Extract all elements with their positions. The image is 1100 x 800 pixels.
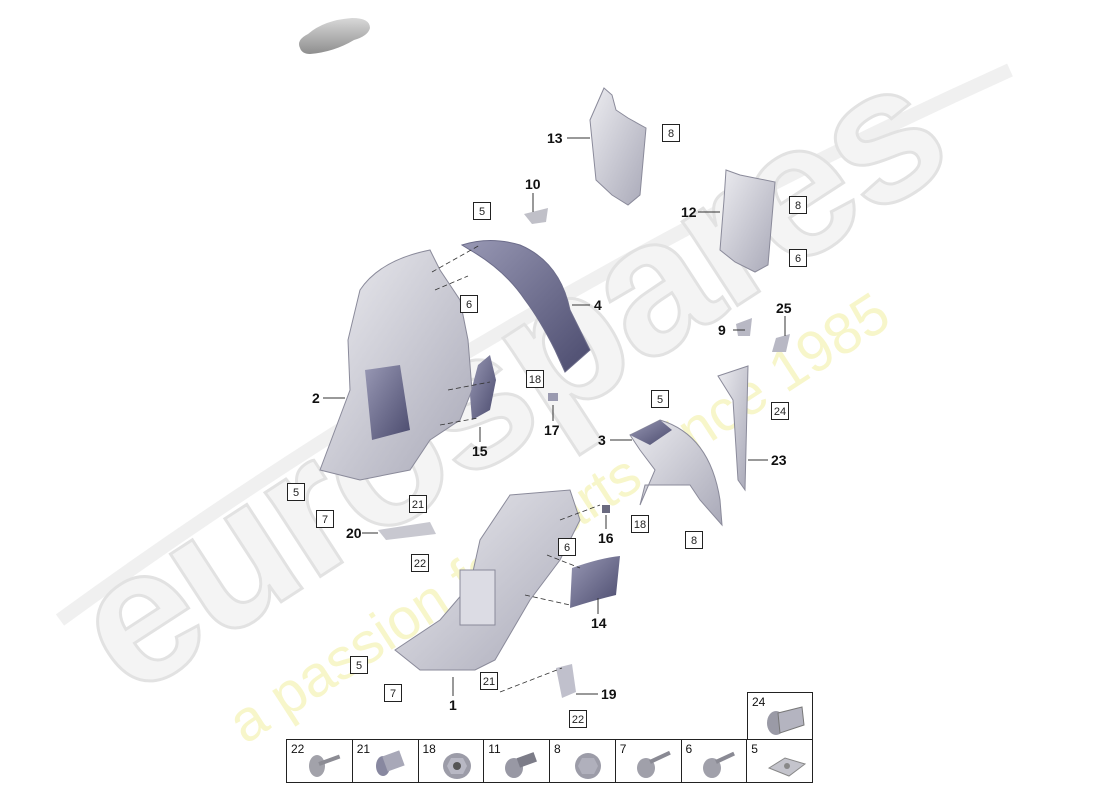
ref-box-6: 6 [460,295,478,313]
callout-3: 3 [598,432,606,448]
legend-label: 7 [619,742,627,756]
legend-label: 18 [422,742,436,756]
legend-label: 11 [488,742,501,756]
speed-nut-clip-icon [768,757,807,777]
callout-25: 25 [776,300,792,316]
part-10 [524,208,548,224]
ref-box-5: 5 [651,390,669,408]
ref-box-6: 6 [558,538,576,556]
part-16 [602,505,610,513]
ref-box-22: 22 [569,710,587,728]
legend-cell-5: 5 [747,740,812,782]
ref-box-7: 7 [384,684,402,702]
part-17 [548,393,558,401]
legend-label: 21 [356,742,371,756]
legend-cell-24: 24 [747,692,813,740]
legend-cell-7: 7 [616,740,682,782]
callout-1: 1 [449,697,457,713]
callout-13: 13 [547,130,563,146]
fastener-legend: 22 21 18 11 8 7 6 5 [286,739,813,783]
part-25 [772,334,790,352]
legend-cell-21: 21 [353,740,419,782]
ref-box-5: 5 [473,202,491,220]
callout-23: 23 [771,452,787,468]
legend-label: 24 [752,695,766,709]
flange-nut-icon [442,753,471,779]
callout-10: 10 [525,176,541,192]
ref-box-7: 7 [316,510,334,528]
legend-label: 22 [291,742,305,756]
push-rivet-icon [505,752,538,778]
screw-washer-head-icon [636,750,671,778]
ref-box-5: 5 [350,656,368,674]
part-4 [460,240,591,373]
callout-14: 14 [591,615,607,631]
callout-20: 20 [346,525,362,541]
callout-15: 15 [472,443,488,459]
legend-cell-6: 6 [682,740,748,782]
callout-4: 4 [594,297,602,313]
part-23 [717,365,749,492]
expansion-rivet-icon [375,750,405,776]
part-2 [319,249,473,481]
ref-box-21: 21 [480,672,498,690]
ref-box-21: 21 [409,495,427,513]
ref-box-8: 8 [662,124,680,142]
car-icon [299,18,370,54]
part-14 [570,556,620,608]
hex-flange-nut-icon [575,753,601,779]
ref-box-18: 18 [631,515,649,533]
callout-2: 2 [312,390,320,406]
ref-box-6: 6 [789,249,807,267]
part-19 [556,664,576,698]
part-3 [629,419,723,527]
part-15 [470,355,496,420]
legend-cell-11: 11 [484,740,550,782]
part-13 [589,87,647,206]
plastic-rivet-icon [767,706,805,735]
legend-cell-22: 22 [287,740,353,782]
legend-label: 5 [751,742,758,756]
ref-box-22: 22 [411,554,429,572]
callout-12: 12 [681,204,697,220]
callout-17: 17 [544,422,560,438]
callout-16: 16 [598,530,614,546]
ref-box-5: 5 [287,483,305,501]
legend-cell-8: 8 [550,740,616,782]
legend-cell-18: 18 [419,740,485,782]
part-12 [719,169,776,273]
legend-label: 6 [685,742,693,756]
legend-label: 8 [554,742,561,756]
part-20 [378,522,436,540]
ref-box-8: 8 [685,531,703,549]
ref-box-24: 24 [771,402,789,420]
callout-19: 19 [601,686,617,702]
ref-box-18: 18 [526,370,544,388]
ref-box-8: 8 [789,196,807,214]
screw-flat-head-icon [309,754,341,777]
screw-washer-head-icon [702,751,735,778]
part-9 [736,318,752,336]
callout-9: 9 [718,322,726,338]
